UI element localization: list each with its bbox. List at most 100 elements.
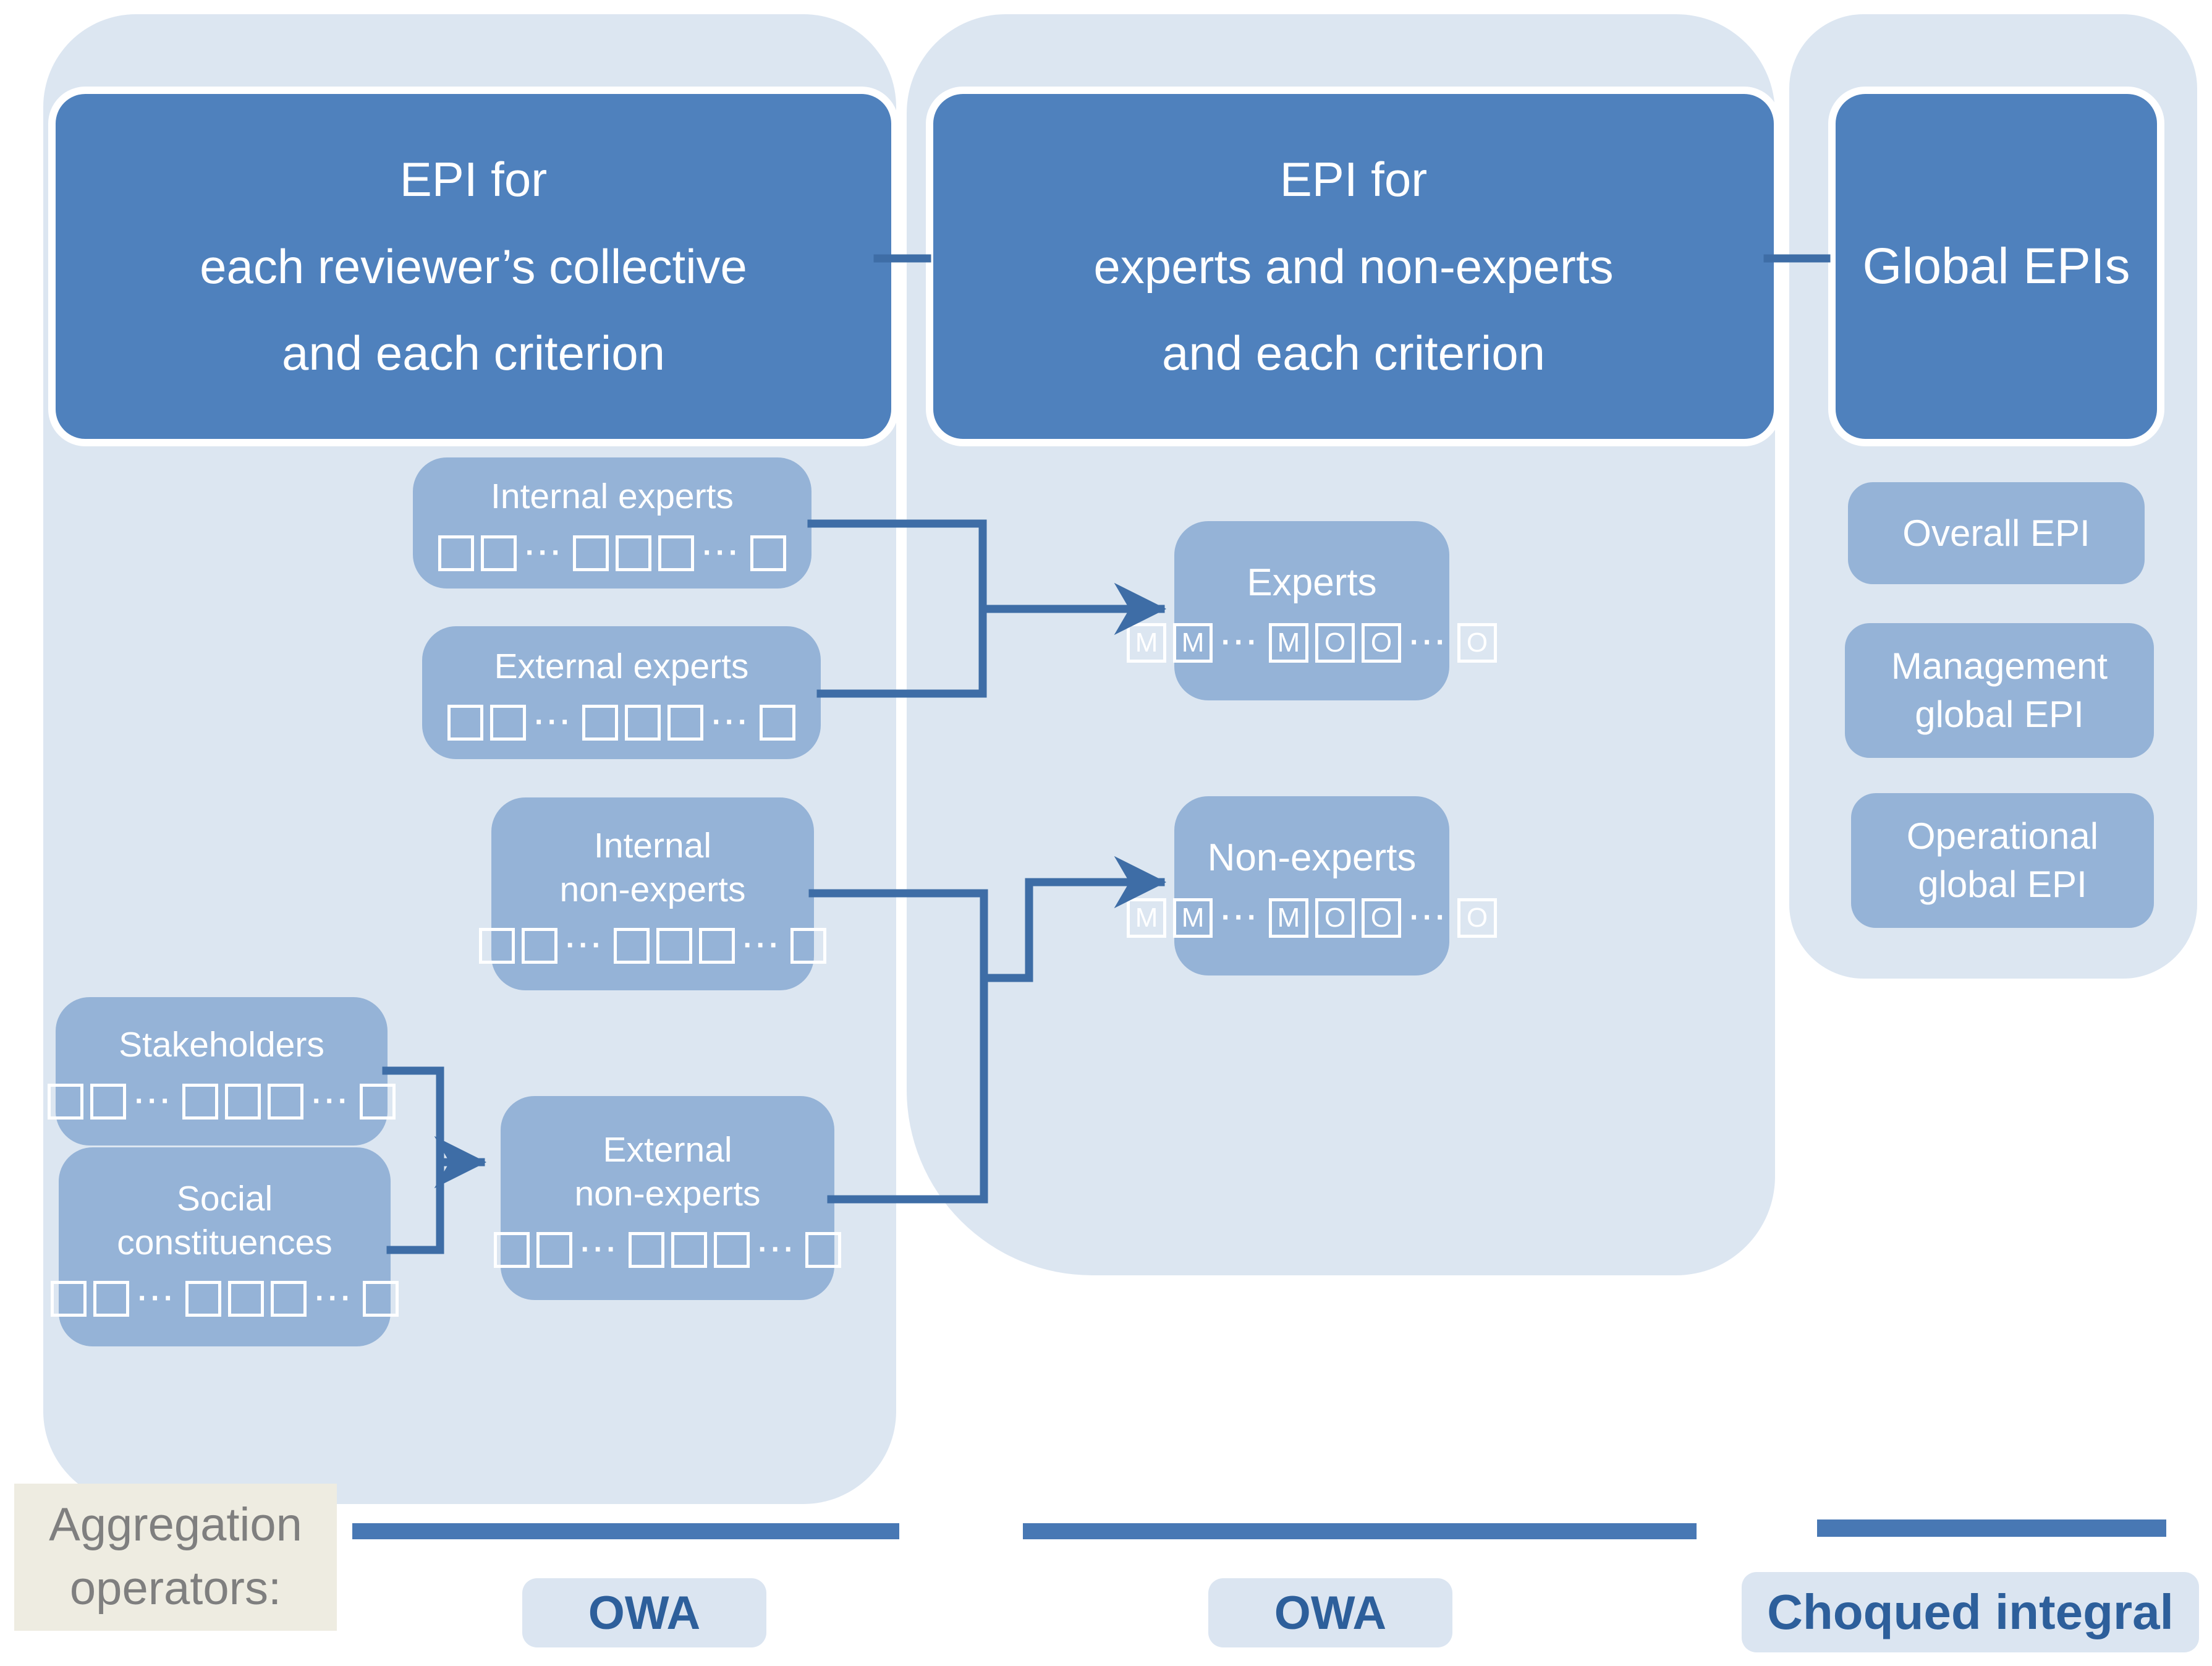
external-experts-box: External experts ··· ··· [422,626,821,759]
internal-experts-label: Internal experts [491,477,734,517]
reviewer-square-o-icon: O [1362,623,1401,663]
management-global-epi-box: Management global EPI [1845,623,2154,758]
reviewer-squares-icon: ··· ··· [438,535,786,571]
ellipsis-dots-icon: ··· [525,536,564,569]
reviewer-square-m-icon: M [1173,623,1213,663]
reviewer-square-icon [182,1083,218,1120]
reviewer-square-icon [573,535,609,571]
right-header: Global EPIs [1828,87,2164,446]
reviewer-square-o-icon: O [1315,623,1355,663]
reviewer-square-icon [613,928,650,964]
operational-global-epi-box: Operational global EPI [1851,793,2154,928]
ellipsis-dots-icon: ··· [135,1084,174,1118]
left-header: EPI for each reviewer’s collective and e… [48,87,899,446]
reviewer-square-icon [628,1232,664,1269]
reviewer-square-icon [656,928,692,964]
reviewer-square-icon [759,705,795,741]
reviewer-square-icon [658,535,694,571]
external-non-experts-box: External non-experts ······ [493,1096,842,1300]
reviewer-square-m-icon: M [1173,898,1213,938]
reviewer-square-icon [51,1281,87,1317]
ellipsis-dots-icon: ··· [703,536,742,569]
reviewer-square-m-icon: M [1269,898,1308,938]
choqued-divider-line [1817,1519,2166,1537]
internal-non-experts-label: Internal non-experts [559,825,746,909]
reviewer-square-icon [616,535,651,571]
reviewer-square-icon [271,1281,307,1317]
reviewer-square-m-icon: M [1127,898,1167,938]
reviewer-square-icon [490,705,527,741]
middle-header: EPI for experts and non-experts and each… [926,87,1781,446]
reviewer-square-m-icon: M [1127,623,1167,663]
reviewer-square-o-icon: O [1457,898,1497,938]
ellipsis-dots-icon: ··· [312,1084,351,1118]
social-constituences-label: Social constituences [117,1178,333,1262]
owa-divider-line-left [352,1523,899,1539]
reviewer-square-icon [438,535,475,571]
reviewer-square-icon [536,1232,572,1269]
reviewer-squares-icon: ··· ··· [51,1281,399,1317]
reviewer-square-icon [582,705,618,741]
aggregation-operators-label: Aggregation operators: [14,1484,337,1631]
reviewer-square-icon [750,535,786,571]
reviewer-square-icon [362,1281,399,1317]
ellipsis-dots-icon: ··· [1221,626,1260,659]
reviewer-square-icon [185,1281,221,1317]
owa-operator-label-left: OWA [522,1578,766,1647]
owa-divider-line-middle [1023,1523,1697,1539]
reviewer-square-icon [521,928,557,964]
reviewer-square-o-icon: O [1457,623,1497,663]
reviewer-square-icon [790,928,827,964]
ellipsis-dots-icon: ··· [315,1282,354,1315]
stakeholders-label: Stakeholders [119,1025,324,1065]
ellipsis-dots-icon: ··· [743,929,782,963]
reviewer-square-o-icon: O [1362,898,1401,938]
reviewer-square-icon [493,1232,530,1269]
reviewer-square-icon [48,1083,84,1120]
reviewer-squares-icon: ··· ··· [447,705,795,741]
internal-experts-box: Internal experts ··· ··· [413,457,811,589]
ellipsis-dots-icon: ··· [138,1282,177,1315]
reviewer-square-icon [481,535,517,571]
reviewer-square-icon [225,1083,261,1120]
ellipsis-dots-icon: ··· [1221,901,1260,934]
reviewer-square-icon [805,1232,842,1269]
owa-operator-label-middle: OWA [1208,1578,1452,1647]
external-non-experts-label: External non-experts [574,1129,761,1213]
internal-non-experts-box: Internal non-experts ··· ··· [478,797,827,990]
reviewer-square-icon [447,705,484,741]
reviewer-square-icon [268,1083,303,1120]
reviewer-square-icon [359,1083,396,1120]
reviewer-square-icon [667,705,703,741]
stakeholders-box: Stakeholders ··· ··· [48,997,396,1145]
reviewer-squares-icon: ··· ··· [48,1083,396,1120]
non-experts-label: Non-experts [1207,836,1417,880]
reviewer-square-icon [90,1083,127,1120]
reviewer-square-icon [93,1281,130,1317]
reviewer-square-m-icon: M [1269,623,1308,663]
ellipsis-dots-icon: ··· [1410,901,1449,934]
overall-epi-box: Overall EPI [1848,482,2145,584]
ellipsis-dots-icon: ··· [712,706,751,739]
reviewer-square-icon [698,928,735,964]
reviewer-square-icon [478,928,515,964]
reviewer-square-icon [671,1232,707,1269]
reviewer-squares-icon: ··· ··· [478,928,827,964]
reviewer-square-o-icon: O [1315,898,1355,938]
reviewer-square-icon [713,1232,750,1269]
reviewer-squares-icon: ······ [493,1232,842,1269]
choqued-integral-operator-label: Choqued integral [1742,1572,2199,1652]
external-experts-label: External experts [494,646,749,686]
ellipsis-dots-icon: ··· [758,1233,797,1267]
experts-label: Experts [1247,561,1377,605]
social-constituences-box: Social constituences ··· ··· [51,1147,399,1346]
ellipsis-dots-icon: ··· [535,706,574,739]
reviewer-square-icon [228,1281,264,1317]
ellipsis-dots-icon: ··· [566,929,605,963]
ellipsis-dots-icon: ··· [1410,626,1449,659]
